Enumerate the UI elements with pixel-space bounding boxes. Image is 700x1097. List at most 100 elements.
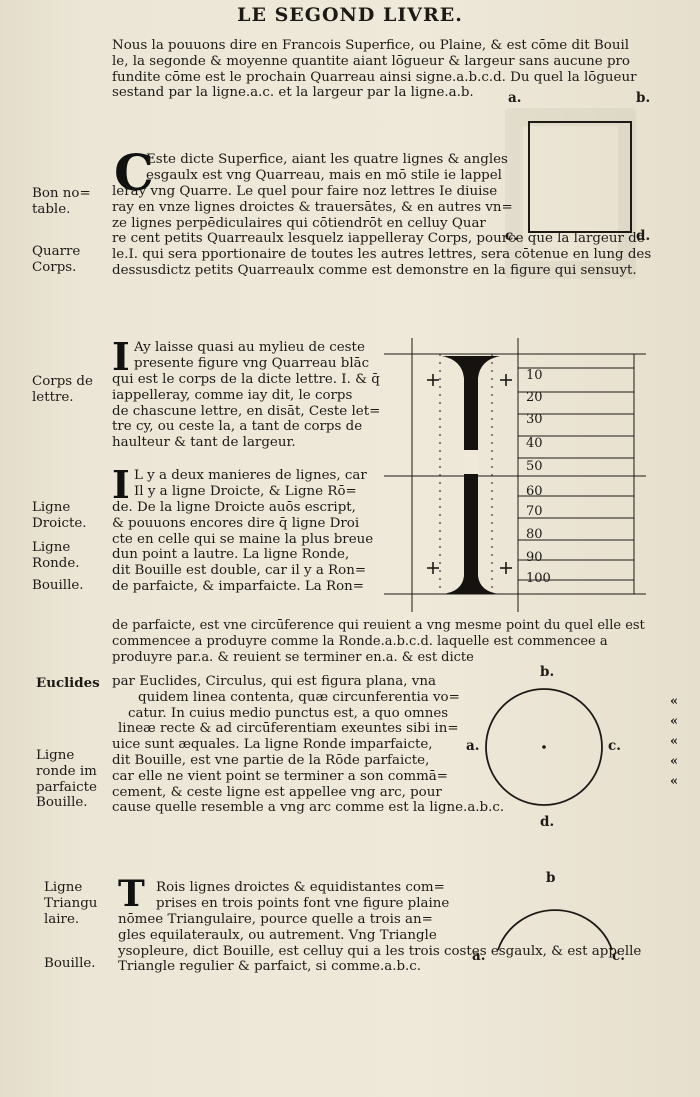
text-line: Este dicte Superfice, aiant les quatre l… (146, 152, 508, 167)
paragraph-lignes-a: L y a deux manieres de lignes, car Il y … (134, 468, 367, 500)
margin-note-bouille-1: Bouille. (32, 578, 84, 593)
square-label-a: a. (508, 90, 522, 106)
running-header: LE SEGOND LIVRE. (237, 4, 463, 26)
bleed-through-mark: « (670, 774, 679, 789)
text-line: re cent petits Quarreaulx lesquelz iappe… (112, 231, 645, 247)
text-line: ray en vnze lignes droictes & trauersāte… (112, 199, 513, 215)
text-line: cement, & ceste ligne est appellee vng a… (112, 784, 442, 800)
arc-label-a: a. (472, 948, 486, 964)
text-line: de parfaicte, & imparfaicte. La Ron= (112, 578, 365, 594)
text-line: ysopleure, dict Bouille, est celluy qui … (118, 943, 642, 959)
paragraph-triangle-a: Rois lignes droictes & equidistantes com… (156, 880, 449, 912)
text-line: de. De la ligne Droicte auōs escript, (112, 500, 356, 515)
circle-label-a: a. (466, 738, 480, 754)
drop-cap-i: I (112, 334, 130, 379)
grid-number: 20 (526, 390, 543, 405)
circle-outline (485, 688, 603, 806)
text-line: cte en celle qui se maine la plus breue (112, 531, 374, 547)
circle-figure (485, 688, 603, 806)
grid-number: 90 (526, 550, 543, 565)
arc-figure (497, 909, 613, 951)
text-line: par Euclides, Circulus, qui est figura p… (112, 674, 436, 689)
text-line: nōmee Triangulaire, pource quelle a troi… (118, 912, 433, 927)
text-line: car elle ne vient point se terminer a so… (112, 768, 448, 784)
paragraph-euclides: par Euclides, Circulus, qui est figura p… (112, 674, 504, 816)
paragraph-superfice: Nous la pouuons dire en Francois Superfi… (112, 38, 636, 101)
text-line: produyre par.a. & reuient se terminer en… (112, 649, 474, 665)
margin-note-quarre-corps: Quarre Corps. (32, 244, 81, 275)
text-line: Il y a ligne Droicte, & Ligne Rō= (134, 483, 357, 499)
margin-note-euclides: Euclides (36, 675, 100, 691)
paragraph-lignes-b: de. De la ligne Droicte auōs escript, & … (112, 500, 373, 595)
text-line: uice sunt æquales. La ligne Ronde imparf… (112, 737, 433, 753)
square-outline (528, 121, 632, 233)
text-line: Rois lignes droictes & equidistantes com… (156, 880, 445, 895)
text-line: quidem linea contenta, quæ circunferenti… (138, 689, 460, 705)
grid-number: 80 (526, 527, 543, 542)
text-line: le.I. qui sera pportionaire de toutes le… (112, 247, 652, 263)
square-label-d: d. (636, 228, 651, 244)
text-line: tre cy, ou ceste la, a tant de corps de (112, 419, 363, 435)
drop-cap-t: T (118, 873, 145, 915)
margin-note-ligne-droicte: Ligne Droicte. (32, 500, 87, 531)
margin-note-bon-nostable: Bon no= table. (32, 186, 91, 217)
letter-i-glyph (442, 356, 500, 594)
text-line: esgaulx est vng Quarreau, mais en mō sti… (146, 167, 502, 183)
text-line: & pouuons encores dire q̄ ligne Droi (112, 515, 360, 531)
text-line: Ay laisse quasi au mylieu de ceste (134, 340, 365, 355)
margin-note-ligne-triangulaire: Ligne Triangu laire. (44, 880, 98, 927)
drop-cap-c: C (114, 143, 154, 202)
text-line: cause quelle resemble a vng arc comme es… (112, 800, 505, 816)
text-line: fundite cōme est le prochain Quarreau ai… (112, 69, 637, 85)
text-line: de parfaicte, est vne circūference qui r… (112, 618, 645, 633)
circle-label-d: d. (540, 814, 555, 830)
grid-number: 70 (526, 504, 543, 519)
circle-label-c: c. (608, 738, 621, 754)
text-line: lineæ recte & ad circūferentiam exeuntes… (118, 721, 459, 737)
bleed-through-mark: « (670, 754, 679, 769)
text-line: catur. In cuius medio punctus est, a quo… (128, 705, 449, 721)
text-line: leray vng Quarre. Le quel pour faire noz… (112, 184, 498, 199)
text-line: Nous la pouuons dire en Francois Superfi… (112, 38, 630, 53)
text-line: commencee a produyre comme la Ronde.a.b.… (112, 633, 608, 649)
margin-note-bouille-2: Bouille. (44, 956, 96, 971)
circle-center-point (542, 745, 546, 749)
text-line: qui est le corps de la dicte lettre. I. … (112, 372, 380, 387)
square-figure (528, 121, 632, 233)
margin-note-corps-lettre: Corps de lettre. (32, 374, 93, 405)
text-line: presente figure vng Quarreau blāc (134, 355, 370, 371)
paragraph-triangle-b: nōmee Triangulaire, pource quelle a troi… (118, 912, 641, 975)
text-line: ze lignes perpēdiculaires qui cōtiendrōt… (112, 215, 486, 231)
paragraph-quarreau-a: Este dicte Superfice, aiant les quatre l… (146, 152, 508, 184)
grid-number: 60 (526, 484, 543, 499)
text-line: L y a deux manieres de lignes, car (134, 468, 367, 483)
grid-number: 10 (526, 368, 543, 383)
text-line: de chascune lettre, en disāt, Ceste let= (112, 403, 381, 419)
text-line: le, la segonde & moyenne quantite aiant … (112, 53, 630, 69)
grid-number: 50 (526, 459, 543, 474)
text-line: dit Bouille est double, car il y a Ron= (112, 563, 367, 579)
paragraph-corps-a: Ay laisse quasi au mylieu de ceste prese… (134, 340, 369, 372)
arc-line (497, 909, 613, 951)
grid-number: 30 (526, 412, 543, 427)
text-line: haulteur & tant de largeur. (112, 435, 296, 451)
grid-number: 40 (526, 436, 543, 451)
bleed-through-mark: « (670, 734, 679, 749)
square-label-b: b. (636, 90, 651, 106)
paragraph-corps-b: qui est le corps de la dicte lettre. I. … (112, 372, 380, 451)
arc-label-b: b (546, 870, 556, 886)
paragraph-lignes-tail: de parfaicte, est vne circūference qui r… (112, 618, 645, 665)
text-line: Triangle regulier & parfaict, si comme.a… (118, 959, 422, 975)
drop-cap-i-2: I (112, 462, 130, 507)
margin-note-ligne-ronde-imparfaicte: Ligne ronde im parfaicte Bouille. (36, 748, 97, 811)
letter-i-grid-figure (384, 338, 646, 612)
square-label-c: c. (505, 228, 518, 244)
arc-label-c: c. (612, 948, 625, 964)
letter-i-white-body (464, 450, 478, 474)
text-line: gles equilateraulx, ou autrement. Vng Tr… (118, 927, 437, 943)
text-line: dun point a lautre. La ligne Ronde, (112, 547, 350, 563)
text-line: dit Bouille, est vne partie de la Rōde p… (112, 752, 430, 768)
paragraph-quarreau-b: leray vng Quarre. Le quel pour faire noz… (112, 184, 651, 279)
bleed-through-mark: « (670, 694, 679, 709)
circle-label-b: b. (540, 664, 555, 680)
